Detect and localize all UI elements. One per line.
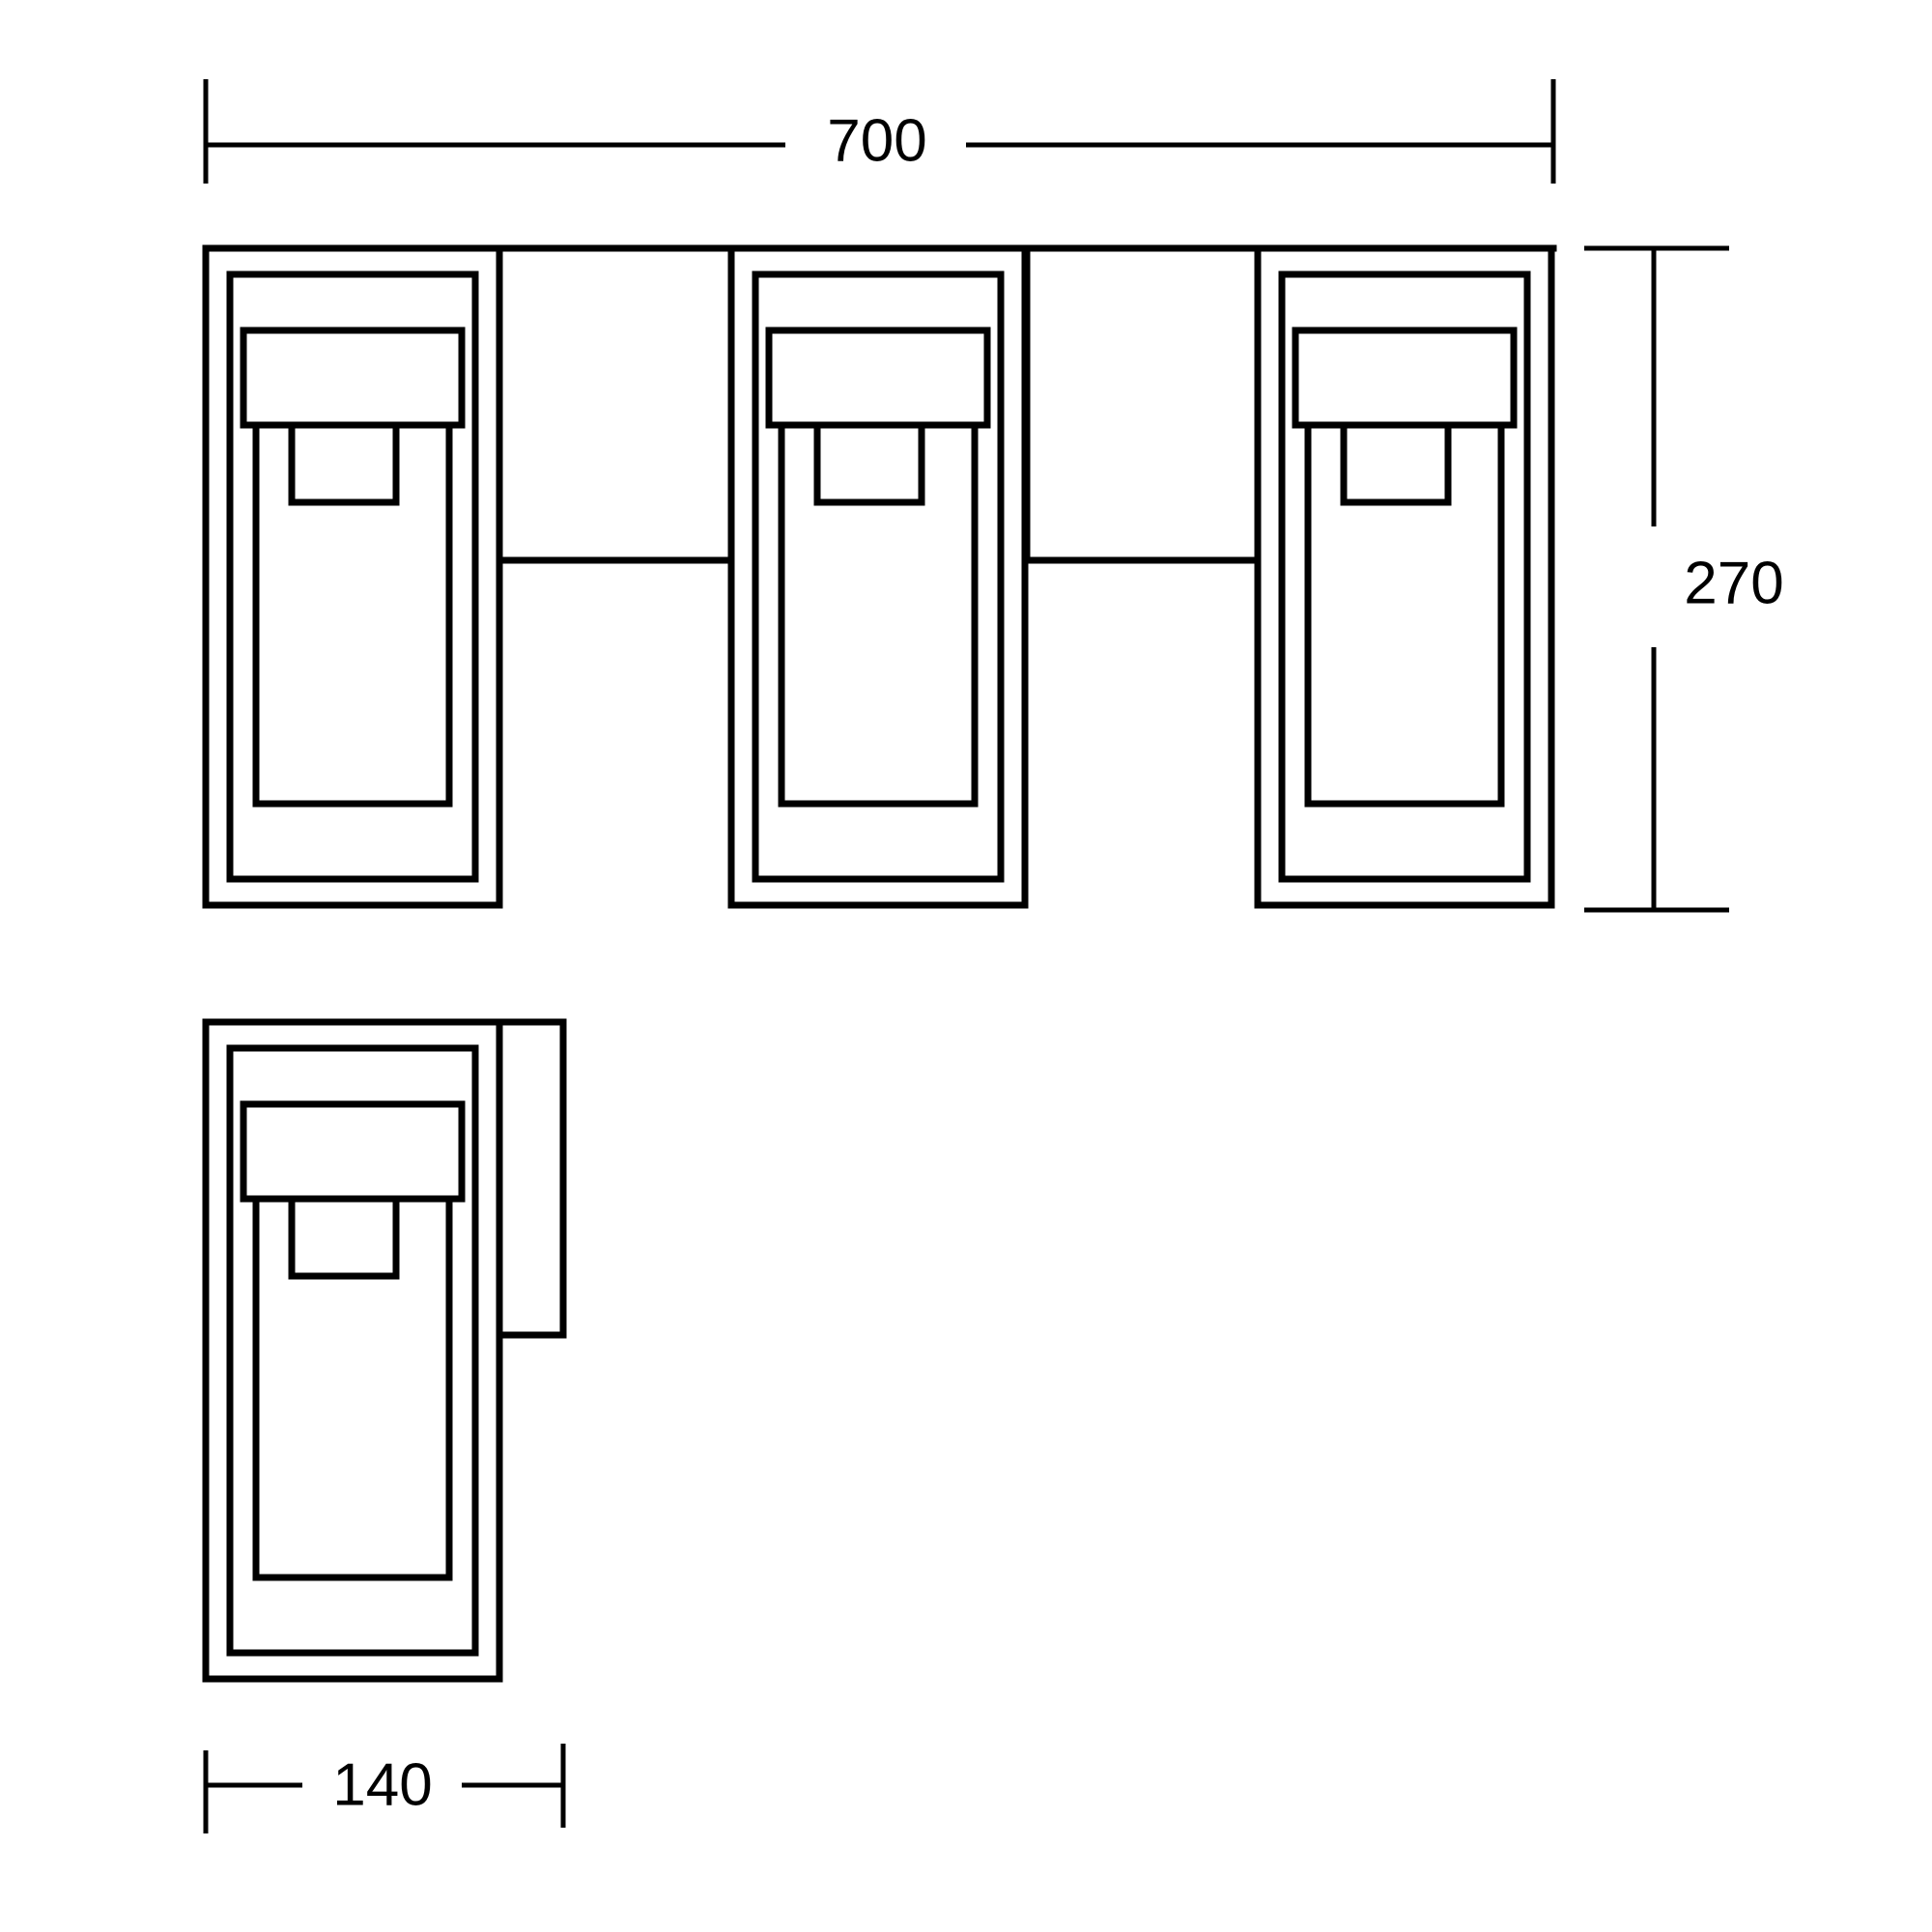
side-lantern-outer-frame	[202, 1018, 503, 1683]
lantern-2-lamp-socket	[813, 421, 925, 506]
side-lantern-inner-frame	[226, 1044, 479, 1657]
side-lantern-glass-panel	[252, 1195, 453, 1581]
lantern-2-glass-panel	[778, 421, 979, 808]
lantern-2-inner-frame	[752, 270, 1005, 883]
lantern-2-outer-frame	[727, 244, 1029, 909]
lantern-module-1	[202, 244, 503, 909]
lantern-2-top-cap	[765, 327, 991, 429]
dimension-width-700: 700	[203, 79, 1556, 184]
lantern-3-outer-frame	[1254, 244, 1555, 909]
dimension-270-label: 270	[1684, 550, 1783, 616]
lantern-3-glass-panel	[1304, 421, 1505, 808]
front-elevation-view	[202, 244, 1557, 909]
lantern-1-lamp-socket	[288, 421, 400, 506]
lantern-3-top-cap	[1292, 327, 1518, 429]
lantern-1-glass-panel	[252, 421, 453, 808]
lantern-3-lamp-socket	[1340, 421, 1452, 506]
dimension-depth-140: 140	[203, 1744, 566, 1833]
dimension-140-label: 140	[332, 1751, 432, 1818]
lantern-3-inner-frame	[1278, 270, 1531, 883]
side-lantern-top-cap	[240, 1100, 466, 1203]
lantern-module-2	[727, 244, 1029, 909]
lantern-1-top-cap	[240, 327, 466, 429]
lantern-module-3	[1254, 244, 1555, 909]
side-elevation-view	[202, 1018, 567, 1683]
dimension-700-label: 700	[827, 107, 926, 174]
dimension-height-270: 270	[1584, 245, 1784, 913]
lantern-1-outer-frame	[202, 244, 503, 909]
lantern-1-inner-frame	[226, 270, 479, 883]
side-lantern-lamp-socket	[288, 1195, 400, 1280]
